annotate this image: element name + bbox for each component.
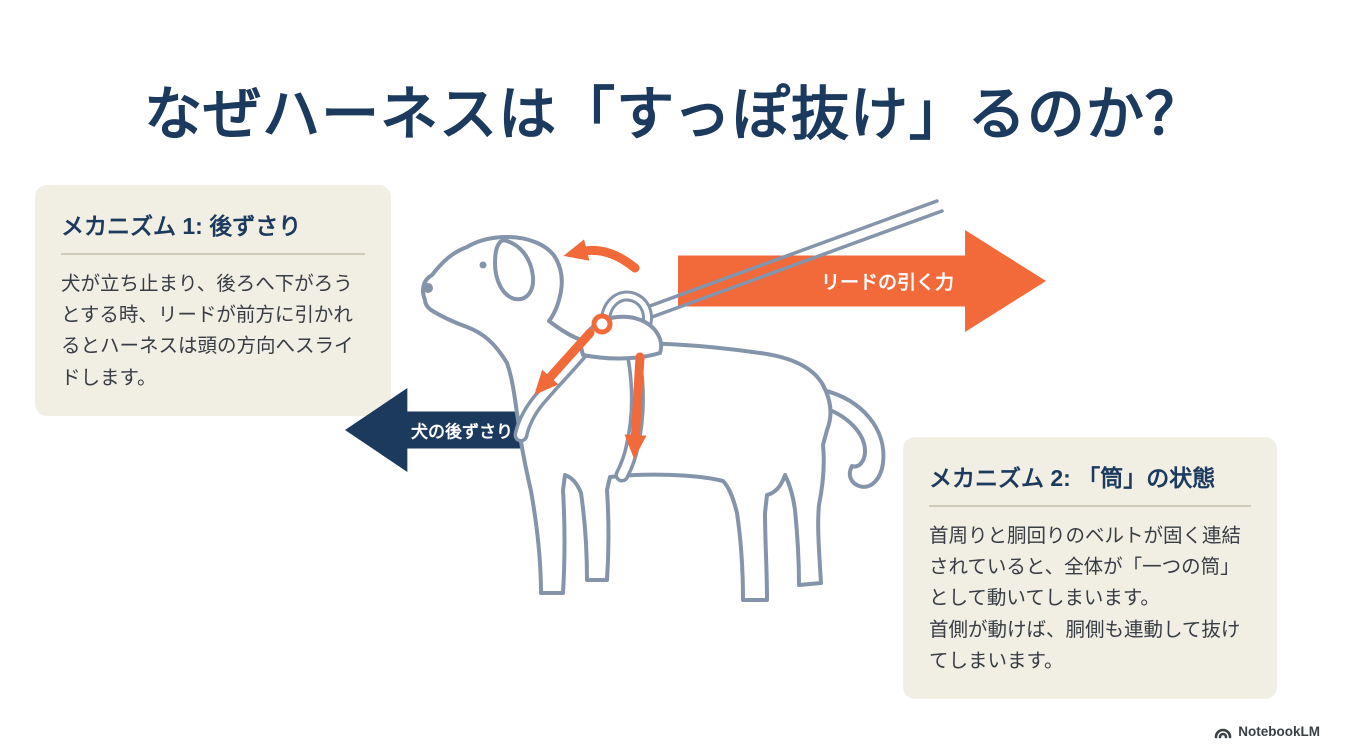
dog-ear <box>493 238 536 302</box>
dog-nose <box>423 283 433 293</box>
dog-harness-illustration <box>421 199 944 602</box>
footer-brand-label: NotebookLM <box>1238 724 1320 739</box>
footer-brand: NotebookLM <box>1214 724 1320 739</box>
card-divider <box>61 253 365 255</box>
dog-body <box>421 235 833 602</box>
girth-strap-slide-arrow <box>624 352 647 459</box>
leash-line <box>645 199 944 319</box>
notebooklm-logo-icon <box>1214 728 1232 739</box>
mechanism-2-card: メカニズム 2: 「筒」の状態 首周りと胴回りのベルトが固く連結されていると、全… <box>903 437 1277 699</box>
mechanism-2-heading: メカニズム 2: 「筒」の状態 <box>929 465 1216 491</box>
harness-ring <box>591 313 613 335</box>
mechanism-1-card: メカニズム 1: 後ずさり 犬が立ち止まり、後ろへ下がろうとする時、リードが前方… <box>35 185 391 416</box>
lead-pull-arrow-label: リードの引く力 <box>820 272 954 294</box>
mechanism-1-body: 犬が立ち止まり、後ろへ下がろうとする時、リードが前方に引かれるとハーネスは頭の方… <box>61 273 354 389</box>
dog-outline <box>421 235 886 602</box>
dog-eye <box>479 261 487 269</box>
dog-tail <box>817 388 886 489</box>
front-strap-slide-arrow <box>534 328 595 395</box>
card-divider <box>929 505 1251 507</box>
page-title: なぜハーネスは「すっぽ抜け」るのか？ <box>144 81 1204 147</box>
mechanism-2-body: 首周りと胴回りのベルトが固く連結されていると、全体が「一つの筒」として動いてしま… <box>929 525 1242 672</box>
harness-slide-arrows <box>534 239 647 459</box>
harness-slide-toward-head-curved-arrow <box>563 239 640 273</box>
mechanism-1-heading: メカニズム 1: 後ずさり <box>61 213 302 239</box>
dog-backstep-arrow-label: 犬の後ずさり <box>411 422 513 442</box>
